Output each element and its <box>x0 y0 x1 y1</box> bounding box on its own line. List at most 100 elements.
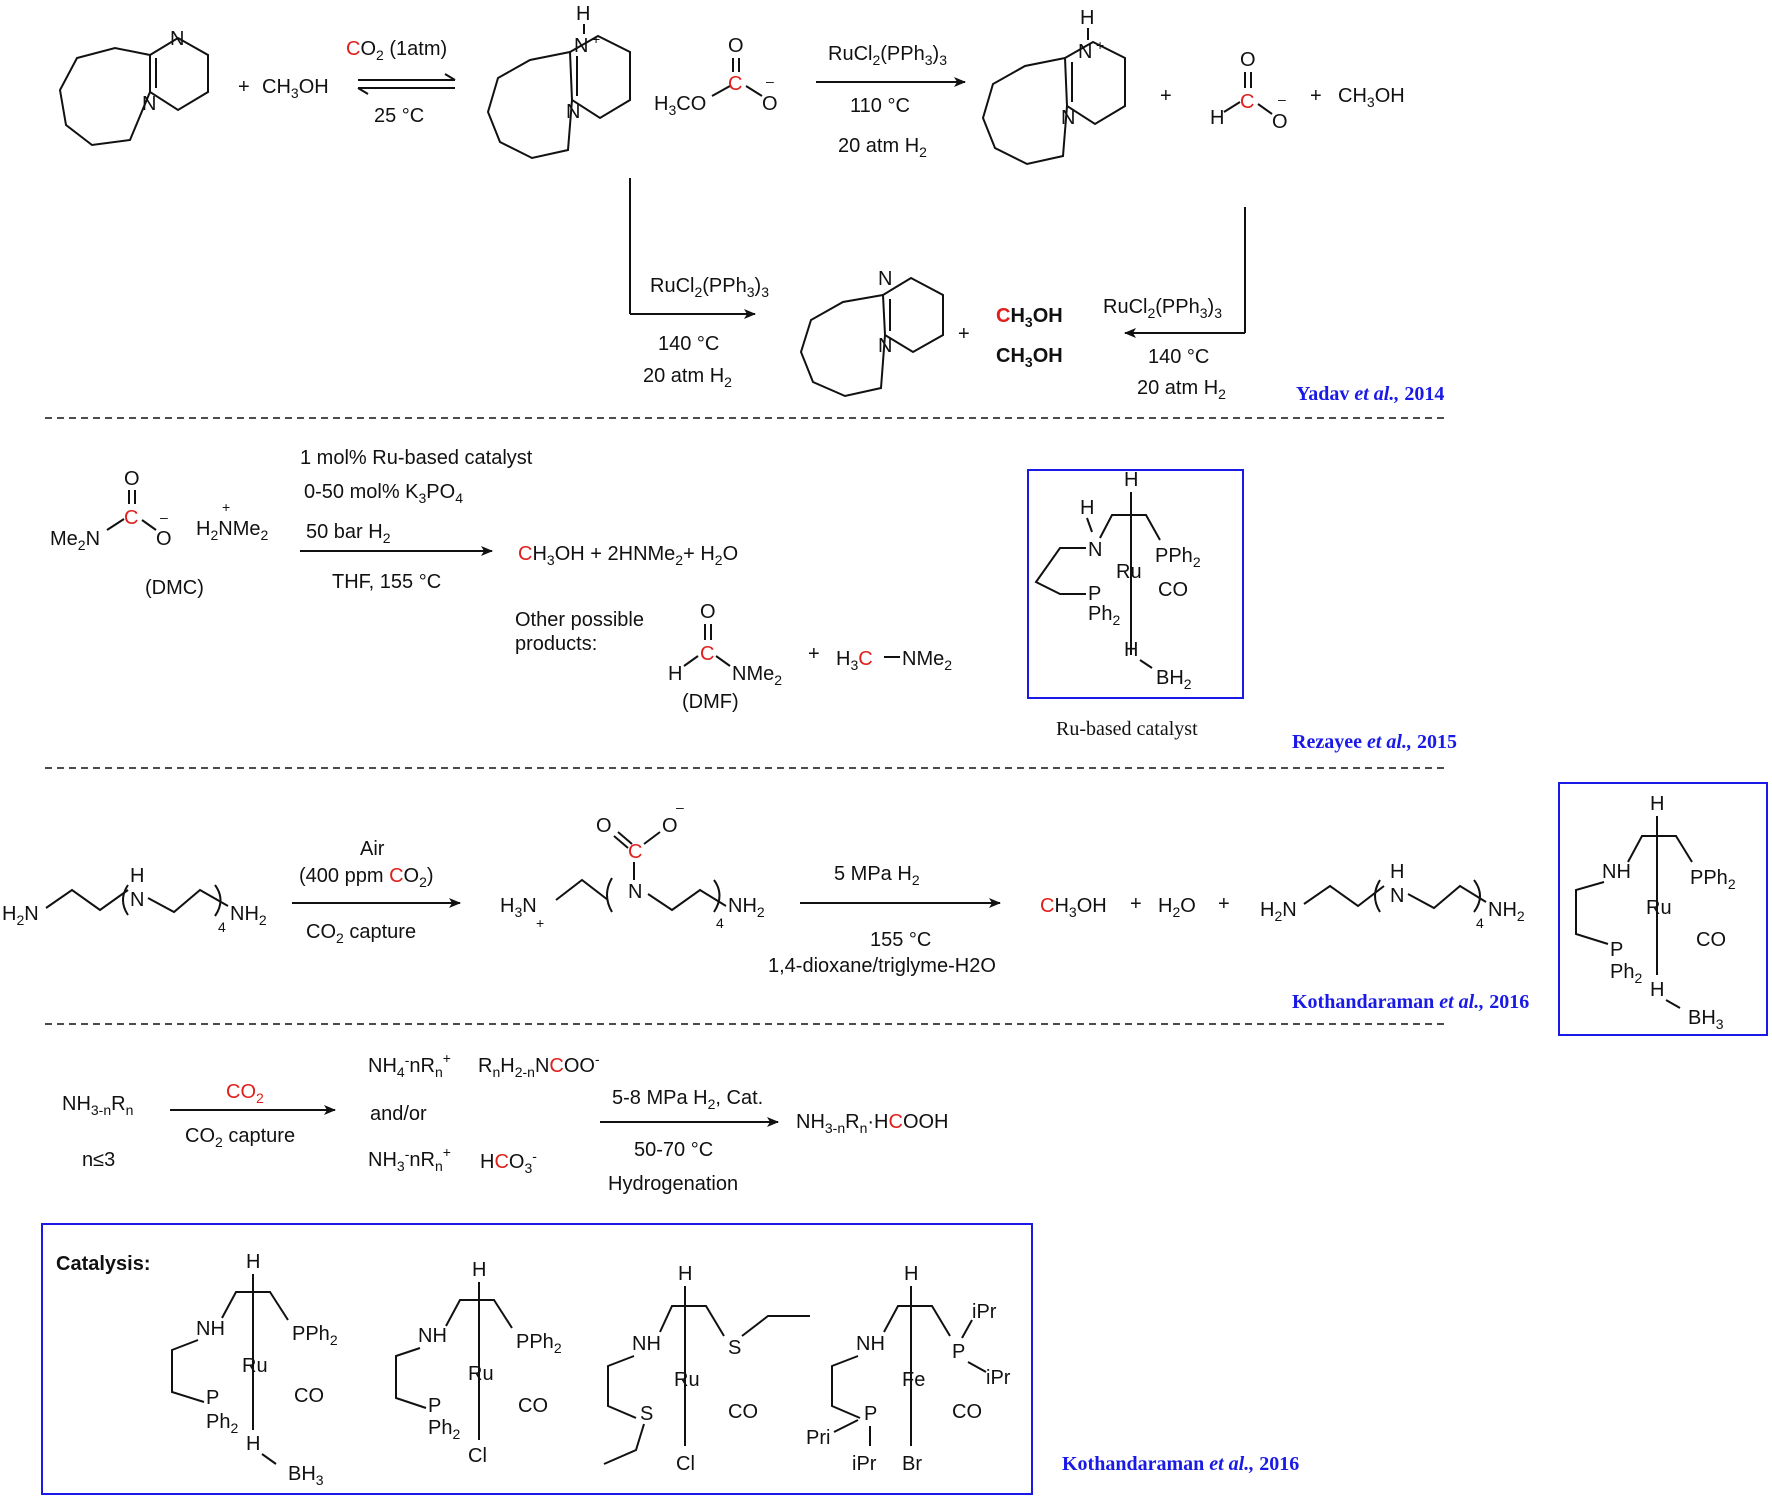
svg-text:P: P <box>952 1341 965 1363</box>
capture-label: CO2 capture <box>306 921 416 946</box>
carbamate-salt: RnH2-nNCOO- <box>478 1051 600 1080</box>
methanol-product: CH3OH <box>1040 895 1107 920</box>
svg-text:Ru: Ru <box>674 1369 700 1391</box>
methanol-label: CH3OH <box>262 76 329 101</box>
svg-text:20 atm H2: 20 atm H2 <box>643 365 732 390</box>
svg-text:iPr: iPr <box>986 1367 1011 1389</box>
svg-text:NH: NH <box>418 1325 447 1347</box>
svg-text:NH2: NH2 <box>230 903 267 928</box>
atom-n: N <box>170 28 184 50</box>
svg-text:H: H <box>130 865 144 887</box>
products-label: CH3OH + 2HNMe2+ H2O <box>518 543 738 568</box>
svg-text:N: N <box>130 889 144 911</box>
catalyst-ru-s: H NH S Ru S CO Cl <box>603 1263 810 1475</box>
svg-text:+: + <box>1218 893 1230 915</box>
svg-text:S: S <box>728 1337 741 1359</box>
svg-text:P: P <box>428 1395 441 1417</box>
svg-text:+: + <box>536 915 544 931</box>
svg-text:140 °C: 140 °C <box>1148 346 1209 368</box>
plus-sign: + <box>958 323 970 345</box>
svg-text:H: H <box>678 1263 692 1285</box>
svg-text:Ru: Ru <box>1646 897 1672 919</box>
svg-text:4: 4 <box>1476 915 1484 931</box>
ru-catalyst-structure-1: H H N PPh2 Ru P Ph2 CO H BH2 <box>1034 469 1201 692</box>
ammonium-salt: NH4-nRn+ <box>368 1050 451 1080</box>
amine-reactant: NH3-nRn <box>62 1093 133 1118</box>
svg-text:Ru: Ru <box>242 1355 268 1377</box>
catalysis-label: Catalysis: <box>56 1253 151 1275</box>
n-condition: n≤3 <box>82 1149 115 1171</box>
svg-text:Me2N: Me2N <box>50 528 100 553</box>
svg-text:C: C <box>728 73 742 95</box>
svg-text:20 atm H2: 20 atm H2 <box>1137 377 1226 402</box>
svg-text:Pri: Pri <box>806 1427 830 1449</box>
svg-text:H: H <box>668 663 682 685</box>
svg-text:–: – <box>766 73 774 89</box>
svg-text:NH2: NH2 <box>1488 899 1525 924</box>
svg-text:–: – <box>1278 91 1286 107</box>
condition-pressure: 50 bar H2 <box>306 521 391 546</box>
plus-sign: + <box>1160 85 1172 107</box>
svg-text:P: P <box>1610 939 1623 961</box>
svg-text:O: O <box>728 35 744 57</box>
co2-condition: CO2 (1atm) <box>346 38 447 63</box>
svg-text:H: H <box>1080 497 1094 519</box>
polyamine-reactant: H2N H N 4 NH2 <box>2 865 267 935</box>
methyl-carbonate: H3CO C O O – <box>654 35 778 118</box>
svg-text:Cl: Cl <box>468 1445 487 1467</box>
capture-label: CO2 capture <box>185 1125 295 1150</box>
svg-text:Ph2: Ph2 <box>1088 603 1120 628</box>
ru-catalyst-box <box>1027 469 1244 699</box>
svg-text:P: P <box>206 1387 219 1409</box>
condition-temp: 50-70 °C <box>634 1139 713 1161</box>
reference-rezayee: Rezayee et al., 2015 <box>1292 731 1457 753</box>
carbamate-ammonium: H3N + N C O O – 4 NH2 <box>500 799 765 931</box>
svg-text:Br: Br <box>902 1453 922 1475</box>
svg-text:N: N <box>1088 539 1102 561</box>
temperature-25: 25 °C <box>374 105 424 127</box>
svg-text:NH: NH <box>196 1318 225 1340</box>
temperature-110: 110 °C <box>850 95 910 117</box>
svg-text:H: H <box>1390 861 1404 883</box>
svg-text:NH2: NH2 <box>728 895 765 920</box>
svg-text:BH2: BH2 <box>1156 667 1192 692</box>
condition-temp: 155 °C <box>870 929 931 951</box>
svg-text:Ru: Ru <box>1116 561 1142 583</box>
dimethylammonium: H2NMe2 <box>196 518 268 543</box>
bicarbonate: HCO3- <box>480 1148 537 1176</box>
catalysis-box <box>41 1223 1033 1495</box>
svg-text:O: O <box>662 815 678 837</box>
svg-text:C: C <box>628 841 642 863</box>
svg-text:P: P <box>1088 583 1101 605</box>
svg-text:N: N <box>878 335 892 357</box>
svg-text:H3N: H3N <box>500 895 537 920</box>
svg-text:O: O <box>1272 111 1288 133</box>
condition-catalyst: 1 mol% Ru-based catalyst <box>300 447 533 469</box>
svg-text:Ph2: Ph2 <box>206 1411 238 1436</box>
catalyst-caption: Ru-based catalyst <box>1056 718 1198 740</box>
svg-text:RuCl2(PPh3)3: RuCl2(PPh3)3 <box>1103 296 1222 321</box>
atom-h: H <box>576 3 590 25</box>
svg-text:PPh2: PPh2 <box>1155 545 1201 570</box>
protonated-dbu: H N + N <box>486 3 631 160</box>
condition-process: Hydrogenation <box>608 1173 738 1195</box>
ru-catalyst-box-2 <box>1558 782 1768 1036</box>
svg-text:NH: NH <box>632 1333 661 1355</box>
plus-sign: + <box>1310 85 1322 107</box>
svg-text:H: H <box>1650 793 1664 815</box>
dbu-molecule-2: N N <box>799 268 944 398</box>
svg-text:C: C <box>700 643 714 665</box>
protonated-dbu-2: H N + N <box>981 7 1126 166</box>
reference-yadav: Yadav et al., 2014 <box>1296 383 1444 405</box>
reference-kothandaraman: Kothandaraman et al., 2016 <box>1292 991 1529 1013</box>
svg-text:H: H <box>472 1259 486 1281</box>
plus-sign: + <box>808 643 820 665</box>
plus-sign: + <box>238 76 250 98</box>
svg-text:CO: CO <box>294 1385 324 1407</box>
svg-text:O: O <box>596 815 612 837</box>
svg-text:O: O <box>1240 49 1256 71</box>
condition-pressure: 5-8 MPa H2, Cat. <box>612 1087 763 1112</box>
svg-text:BH3: BH3 <box>1688 1007 1724 1032</box>
dbu-molecule-1: N N <box>58 28 209 147</box>
svg-text:H: H <box>1080 7 1094 29</box>
